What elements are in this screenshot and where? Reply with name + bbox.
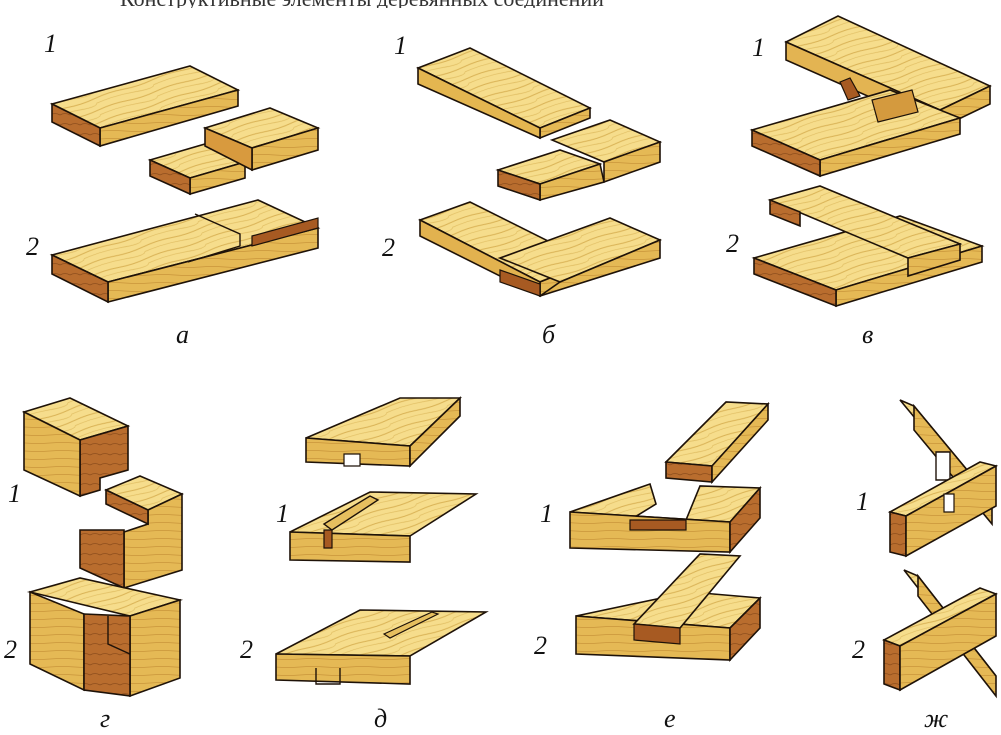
figure-e: 1 2 е [534, 401, 770, 733]
header-text: Конструктивные элементы деревянных соеди… [120, 0, 604, 8]
figure-d-part1-bottom [289, 491, 479, 563]
figure-e-part1-bottom [569, 482, 762, 555]
figure-a-caption: а [176, 320, 189, 349]
figure-g: 1 2 г [4, 397, 184, 733]
figure-b-part1-top [416, 47, 592, 140]
figure-g-part1-top [21, 397, 131, 498]
figure-a-part1-board [49, 65, 241, 148]
figure-b-caption: б [542, 320, 556, 349]
figure-d-label-2: 2 [240, 635, 253, 664]
figure-e-label-2: 2 [534, 631, 547, 660]
figure-g-label-2: 2 [4, 635, 17, 664]
figure-v-label-1: 1 [752, 33, 765, 62]
figure-a-part1-halflap [147, 107, 321, 196]
figure-zh-caption: ж [924, 704, 948, 733]
figure-b-label-2: 2 [382, 233, 395, 262]
figure-v-part1 [749, 15, 992, 178]
figure-b-label-1: 1 [394, 31, 407, 60]
figure-b: 1 2 б [382, 31, 663, 349]
figure-d-part2 [275, 609, 489, 685]
figure-d: 1 2 д [240, 396, 489, 733]
figure-d-caption: д [374, 704, 387, 733]
figure-zh: 1 2 ж [852, 399, 999, 733]
figure-g-part1-bottom [79, 475, 184, 590]
figure-d-part1-top [305, 396, 462, 468]
figure-g-label-1: 1 [8, 479, 21, 508]
figure-zh-label-2: 2 [852, 635, 865, 664]
figure-v-caption: в [862, 320, 873, 349]
figure-v-label-2: 2 [726, 229, 739, 258]
figure-b-part2 [418, 201, 663, 298]
figure-zh-label-1: 1 [856, 487, 869, 516]
figure-a-label-2: 2 [26, 232, 39, 261]
figure-e-part2 [575, 553, 762, 663]
figure-v: 1 2 в [726, 15, 992, 349]
figure-e-label-1: 1 [540, 499, 553, 528]
figure-e-part1-top [664, 401, 770, 485]
figure-b-part1-bottom [495, 119, 663, 202]
figure-e-caption: е [664, 704, 676, 733]
page-header-fragment: Конструктивные элементы деревянных соеди… [0, 0, 1001, 8]
figure-v-part2 [751, 185, 985, 308]
figure-zh-part2-cross [882, 569, 998, 699]
figure-d-label-1: 1 [276, 499, 289, 528]
figure-g-part2 [26, 577, 184, 698]
figure-zh-part1-horizontal [887, 461, 999, 558]
figure-a-label-1: 1 [44, 29, 57, 58]
figure-a: 1 2 а [26, 29, 321, 349]
figure-a-part2-board [49, 199, 321, 304]
figure-g-caption: г [100, 704, 110, 733]
